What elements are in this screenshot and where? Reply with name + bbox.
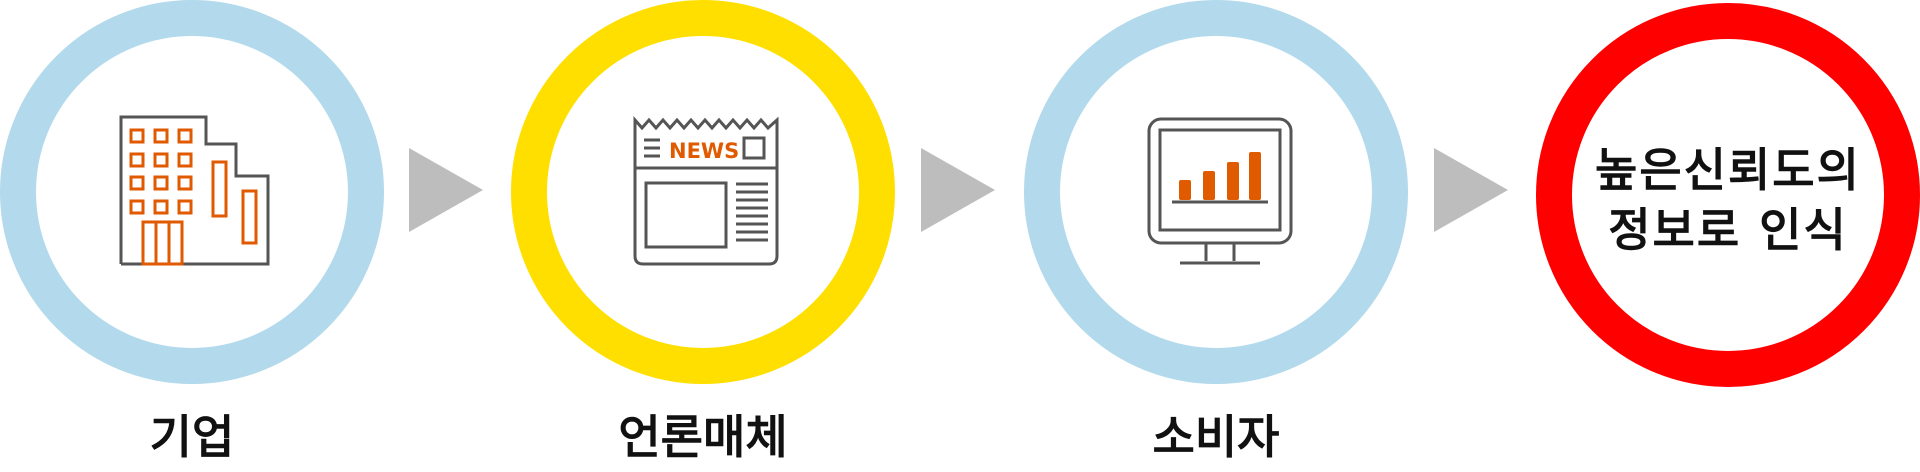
flow-arrow-3 xyxy=(1434,148,1508,232)
flow-arrow-1 xyxy=(409,148,483,232)
step-label-company: 기업 xyxy=(149,410,235,464)
step-circle-consumer xyxy=(1024,0,1408,384)
step-label-consumer: 소비자 xyxy=(1152,410,1280,464)
building-icon xyxy=(119,115,270,266)
result-line-1: 높은신뢰도의 xyxy=(1595,143,1861,197)
monitor-chart-icon xyxy=(1147,117,1293,265)
newspaper-icon: NEWS xyxy=(633,116,779,266)
step-label-media: 언론매체 xyxy=(618,410,788,464)
result-line-2: 정보로 인식 xyxy=(1608,203,1848,257)
news-text: NEWS xyxy=(669,139,739,163)
flow-arrow-2 xyxy=(921,148,995,232)
result-text: 높은신뢰도의 정보로 인식 xyxy=(1572,140,1884,260)
